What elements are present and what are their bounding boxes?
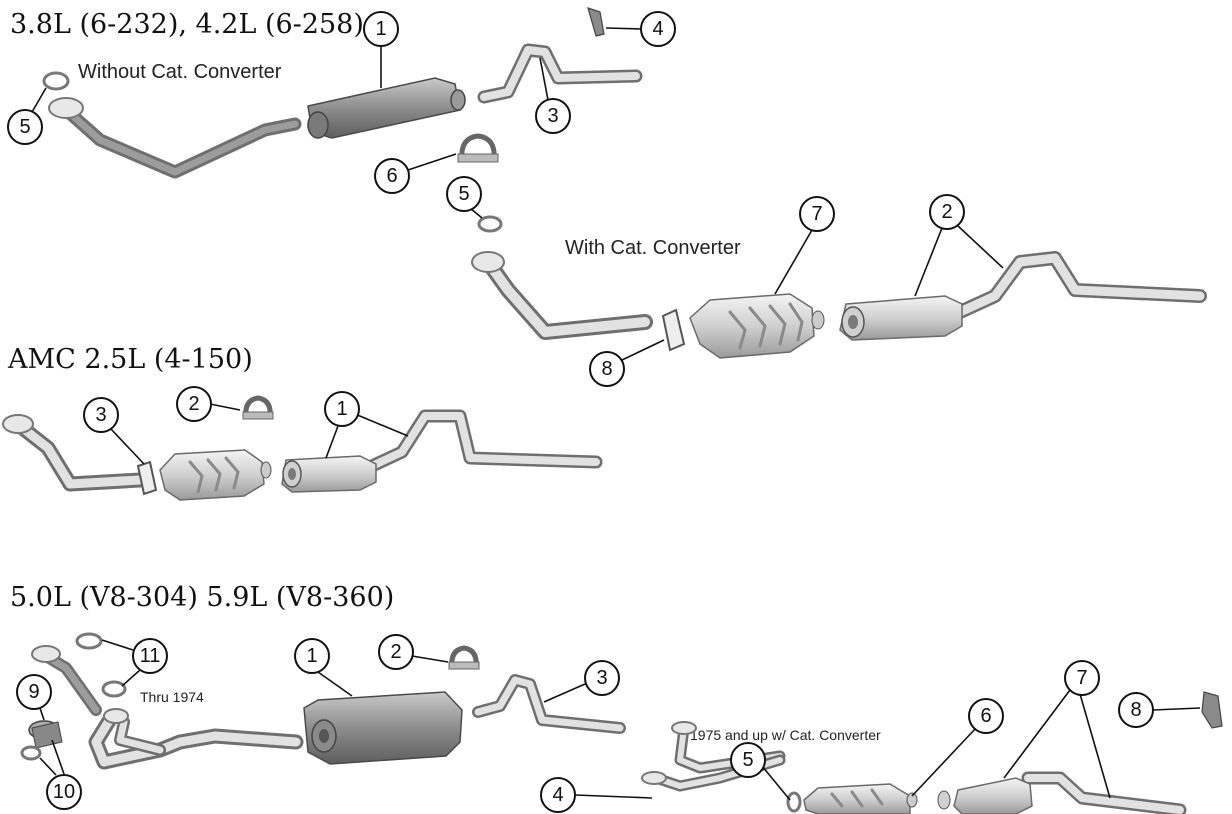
gasket-part: [20, 745, 42, 761]
section-title: 5.0L (V8-304) 5.9L (V8-360): [10, 582, 394, 613]
svg-text:5: 5: [742, 749, 753, 771]
hanger-part: [587, 7, 605, 37]
tail-pipe: [477, 43, 643, 104]
callout-1: 1: [294, 638, 353, 697]
svg-text:5: 5: [19, 116, 30, 138]
svg-text:3: 3: [596, 667, 607, 689]
caption-thru-1974: Thru 1974: [140, 689, 204, 705]
callout-10: 10: [39, 739, 82, 810]
svg-text:10: 10: [53, 781, 75, 803]
callout-6: 6: [911, 698, 1004, 797]
tail-pipe: [472, 674, 626, 734]
svg-text:8: 8: [601, 358, 612, 380]
svg-text:7: 7: [1076, 667, 1087, 689]
front-pipe: [2, 414, 148, 492]
svg-text:1: 1: [336, 398, 347, 420]
muffler-tailpipe-assembly: [937, 771, 1187, 814]
manifold-pipe: [31, 645, 102, 716]
callout-5: 5: [446, 176, 483, 219]
gasket-part: [75, 632, 103, 650]
front-pipe: [471, 251, 653, 340]
svg-text:4: 4: [652, 18, 663, 40]
svg-text:3: 3: [547, 105, 558, 127]
svg-text:3: 3: [95, 404, 106, 426]
svg-text:2: 2: [188, 393, 199, 415]
svg-text:6: 6: [980, 705, 991, 727]
clamp-part: [457, 133, 499, 163]
section-title: 3.8L (6-232), 4.2L (6-258): [10, 9, 364, 40]
clamp-part: [242, 395, 274, 420]
flange-gasket-part: [661, 308, 686, 352]
section-5-0l-5-9l: 5.0L (V8-304) 5.9L (V8-360) Thru 1974 19…: [10, 582, 1223, 814]
muffler-tailpipe-assembly: [281, 409, 603, 493]
svg-text:7: 7: [811, 203, 822, 225]
callout-3: 3: [83, 397, 145, 465]
callout-7: 7: [774, 196, 835, 295]
caption-without-cat: Without Cat. Converter: [78, 61, 282, 83]
svg-text:1: 1: [306, 645, 317, 667]
callout-5: 5: [730, 742, 791, 801]
hanger-part: [1201, 691, 1223, 729]
callout-11: 11: [101, 638, 168, 687]
gasket-part: [786, 791, 802, 813]
svg-text:1: 1: [375, 18, 386, 40]
callout-1: 1: [363, 11, 399, 88]
section-title: AMC 2.5L (4-150): [7, 344, 253, 375]
callout-4: 4: [605, 11, 676, 47]
caption-1975-and-up: 1975 and up w/ Cat. Converter: [690, 727, 881, 743]
head-pipe: [48, 97, 302, 179]
callout-6: 6: [374, 153, 457, 194]
callout-8: 8: [589, 339, 665, 387]
svg-text:2: 2: [390, 641, 401, 663]
callout-3: 3: [543, 660, 620, 703]
svg-text:5: 5: [458, 183, 469, 205]
svg-text:8: 8: [1130, 699, 1141, 721]
catalytic-converter-part: [159, 449, 272, 501]
flange-gasket-part: [136, 460, 158, 496]
caption-with-cat: With Cat. Converter: [565, 237, 741, 259]
gasket-part: [477, 215, 503, 233]
svg-text:6: 6: [386, 165, 397, 187]
section-amc-2-5l: AMC 2.5L (4-150) 3: [2, 344, 603, 501]
callout-2: 2: [378, 634, 449, 670]
svg-text:9: 9: [28, 681, 39, 703]
muffler-part: [307, 77, 466, 139]
gasket-part: [101, 680, 127, 698]
gasket-part: [42, 71, 70, 91]
callout-5: 5: [7, 87, 47, 145]
svg-text:2: 2: [941, 201, 952, 223]
svg-text:4: 4: [552, 784, 563, 806]
callout-1: 1: [324, 391, 409, 459]
svg-text:11: 11: [140, 645, 161, 667]
callout-9: 9: [16, 674, 52, 721]
catalytic-converter-part: [689, 293, 825, 359]
y-pipe: [88, 708, 304, 770]
callout-4: 4: [540, 777, 653, 813]
callout-3: 3: [535, 57, 571, 134]
heat-valve-part: [28, 720, 63, 749]
catalytic-converter-part: [803, 783, 918, 814]
clamp-part: [448, 645, 480, 670]
callout-2: 2: [914, 194, 1004, 297]
muffler-tailpipe-assembly: [839, 251, 1207, 341]
muffler-part: [303, 691, 463, 765]
callout-7: 7: [1003, 660, 1111, 799]
callout-8: 8: [1118, 692, 1201, 728]
section-3-8l-4-2l: 3.8L (6-232), 4.2L (6-258) Without Cat. …: [7, 7, 1207, 387]
callout-2: 2: [176, 386, 241, 422]
